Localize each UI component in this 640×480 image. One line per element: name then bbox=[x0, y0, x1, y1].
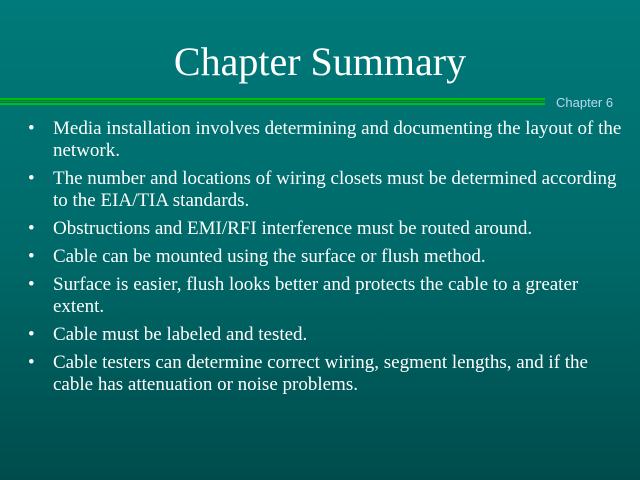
bullet-item: • Obstructions and EMI/RFI interference m… bbox=[28, 218, 628, 240]
divider-line bbox=[0, 101, 545, 102]
bullet-item: • The number and locations of wiring clos… bbox=[28, 168, 628, 212]
bullet-item: • Cable must be labeled and tested. bbox=[28, 324, 628, 346]
bullet-icon: • bbox=[28, 118, 35, 139]
bullet-text: Media installation involves determining … bbox=[53, 118, 622, 161]
bullet-text: Obstructions and EMI/RFI interference mu… bbox=[53, 218, 533, 239]
bullet-text: Cable testers can determine correct wiri… bbox=[53, 352, 588, 395]
bullet-icon: • bbox=[28, 246, 35, 267]
bullet-text: Cable can be mounted using the surface o… bbox=[53, 246, 486, 267]
bullet-item: • Surface is easier, flush looks better a… bbox=[28, 274, 628, 318]
bullet-icon: • bbox=[28, 274, 35, 295]
divider-line bbox=[0, 103, 545, 105]
bullet-icon: • bbox=[28, 352, 35, 373]
bullet-text: Surface is easier, flush looks better an… bbox=[53, 274, 579, 317]
bullet-list: • Media installation involves determining… bbox=[28, 118, 628, 402]
bullet-text: The number and locations of wiring close… bbox=[53, 168, 617, 211]
bullet-icon: • bbox=[28, 218, 35, 239]
bullet-icon: • bbox=[28, 168, 35, 189]
chapter-label: Chapter 6 bbox=[556, 95, 614, 110]
bullet-item: • Cable can be mounted using the surface … bbox=[28, 246, 628, 268]
divider-line bbox=[0, 98, 545, 100]
bullet-text: Cable must be labeled and tested. bbox=[53, 324, 308, 345]
slide-title: Chapter Summary bbox=[173, 39, 467, 84]
bullet-item: • Media installation involves determining… bbox=[28, 118, 628, 162]
bullet-item: • Cable testers can determine correct wir… bbox=[28, 352, 628, 396]
bullet-icon: • bbox=[28, 324, 35, 345]
